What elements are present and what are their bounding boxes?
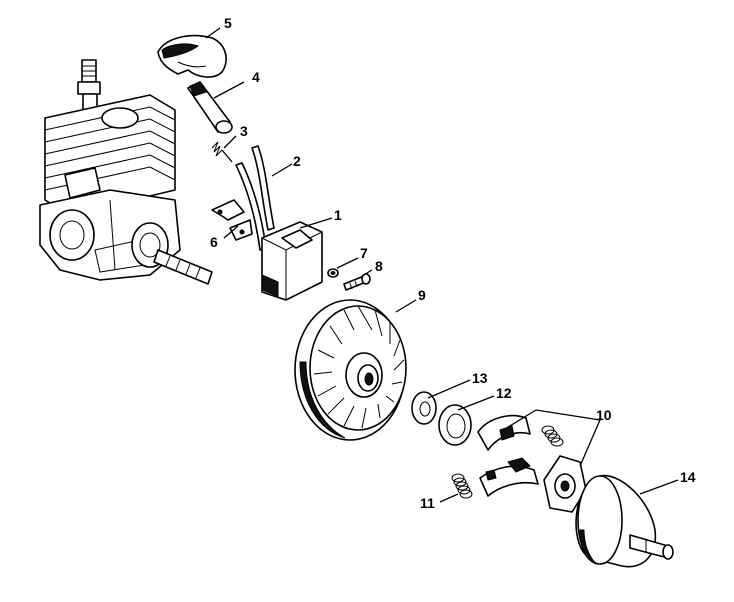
label-8: 8 [375, 258, 383, 274]
label-10: 10 [596, 407, 612, 423]
label-3: 3 [240, 123, 248, 139]
label-12: 12 [496, 385, 512, 401]
label-9: 9 [418, 287, 426, 303]
label-1: 1 [334, 207, 342, 223]
part-8-screw [343, 273, 371, 291]
label-13: 13 [472, 370, 488, 386]
label-11: 11 [420, 495, 435, 511]
part-14-clutch-drum [575, 474, 674, 568]
part-10-clutch [477, 414, 587, 513]
part-3-spring [211, 141, 233, 163]
engine-block [39, 59, 213, 285]
label-5: 5 [224, 15, 232, 31]
label-7: 7 [360, 245, 368, 261]
part-11-spring [451, 473, 473, 499]
part-9-flywheel [294, 299, 407, 441]
part-7-washer [327, 268, 339, 278]
part-4-boot [187, 81, 233, 134]
part-6-contact [211, 199, 253, 241]
callout-labels: 1 2 3 4 5 6 7 8 9 10 11 12 13 14 [210, 15, 696, 511]
part-13-washer [411, 391, 437, 425]
part-5-cover [157, 34, 227, 78]
part-12-washer [438, 404, 472, 446]
label-14: 14 [680, 469, 696, 485]
part-1-ignition-module [261, 221, 323, 301]
label-2: 2 [293, 153, 301, 169]
label-4: 4 [252, 69, 260, 85]
leader-lines [205, 27, 679, 503]
label-6: 6 [210, 234, 218, 250]
